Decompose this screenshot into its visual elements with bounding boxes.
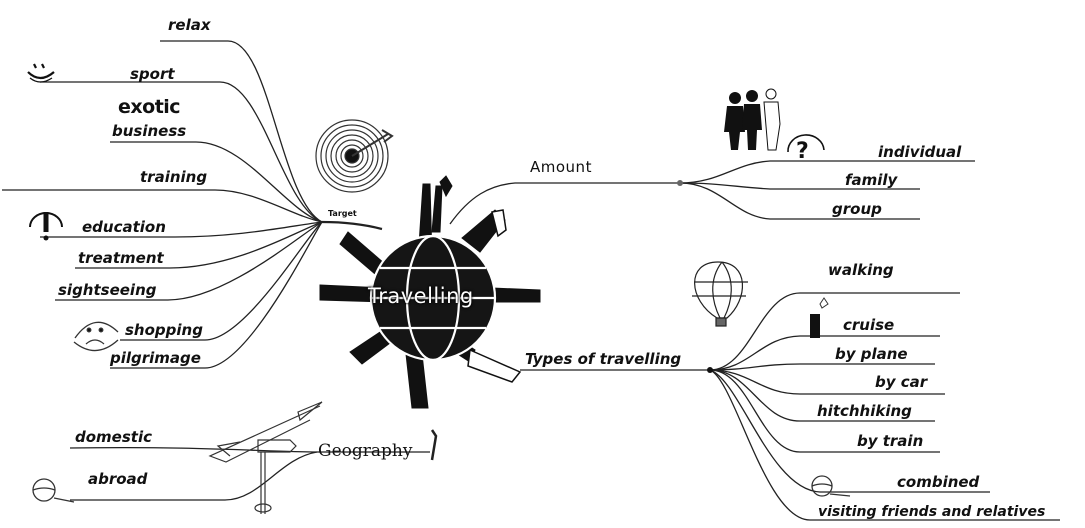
amount-item-individual: individual [878, 143, 962, 161]
types-item-by-plane: by plane [835, 345, 908, 363]
amount-item-group: group [832, 200, 882, 218]
target-item-pilgrimage: pilgrimage [110, 349, 201, 367]
types-item-by-car: by car [875, 373, 928, 391]
signpost-icon [254, 439, 297, 514]
hands-globe-icon [319, 175, 541, 409]
target-icon [315, 119, 394, 193]
geography-item-domestic: domestic [75, 428, 152, 446]
target-item-business: business [112, 122, 187, 140]
lighthouse-icon [810, 297, 829, 338]
types-node [707, 367, 713, 373]
branch-lines [2, 40, 1060, 521]
target-item-education: education [82, 218, 166, 236]
target-item-sport: sport [130, 65, 175, 83]
types-item-cruise: cruise [843, 316, 895, 334]
geography-item-abroad: abroad [88, 470, 148, 488]
magnifier-icon [32, 475, 851, 503]
target-item-sightseeing: sightseeing [58, 281, 157, 299]
people-icon [724, 88, 781, 151]
svg-text:?: ? [796, 139, 809, 164]
amount-node [677, 180, 683, 186]
amount-item-family: family [845, 171, 898, 189]
target-item-shopping: shopping [125, 321, 203, 339]
airplane-icon [208, 401, 323, 463]
target-item-exotic: exotic [118, 96, 181, 118]
exclamation-icon [29, 212, 63, 241]
target-item-training: training [140, 168, 208, 186]
central-topic: Travelling [368, 284, 474, 308]
target-item-treatment: treatment [78, 249, 164, 267]
geography-branch-label: Geography [318, 441, 413, 461]
sad-face-icon [73, 321, 119, 352]
target-item-relax: relax [168, 16, 211, 34]
amount-branch-label: Amount [530, 158, 592, 176]
smiley-icon [27, 63, 55, 83]
types-item-hitchhiking: hitchhiking [817, 402, 912, 420]
types-item-combined: combined [897, 473, 980, 491]
types-item-walking: walking [828, 261, 894, 279]
question-icon: ? [787, 134, 825, 164]
hot-air-balloon-icon [692, 261, 748, 327]
target-branch-label: Target [328, 209, 357, 218]
types-item-by-train: by train [857, 432, 924, 450]
types-item-visiting-friends: visiting friends and relatives [818, 504, 1046, 520]
types-branch-label: Types of travelling [525, 350, 682, 368]
